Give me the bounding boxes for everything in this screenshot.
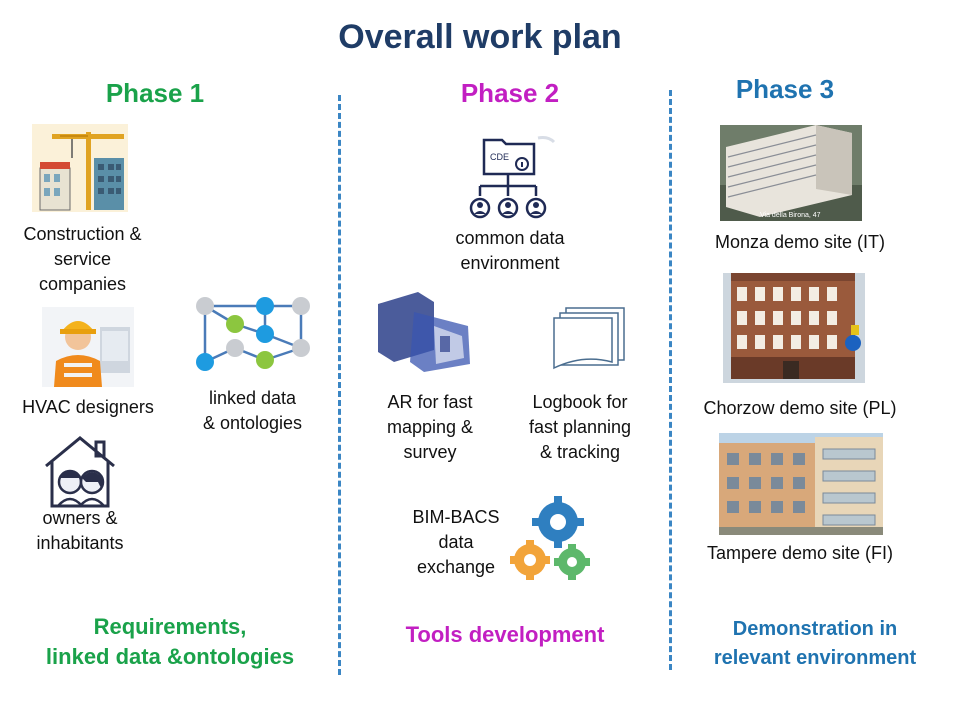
monza-label: Monza demo site (IT) bbox=[714, 232, 886, 252]
family-house-icon bbox=[40, 430, 120, 510]
linked-data-graph-icon bbox=[193, 290, 315, 376]
gears-icon bbox=[504, 494, 600, 586]
phase-3-heading: Phase 3 bbox=[735, 74, 835, 104]
phase-divider-1 bbox=[338, 95, 341, 675]
hvac-designers-label: HVAC designers bbox=[22, 397, 154, 417]
phase-3-footer: Demonstration in relevant environment bbox=[713, 618, 917, 669]
phase-2-heading: Phase 2 bbox=[460, 78, 560, 108]
construction-crane-icon bbox=[32, 124, 128, 212]
tampere-building-photo bbox=[719, 433, 883, 535]
tampere-label: Tampere demo site (FI) bbox=[706, 543, 894, 563]
phase-1-heading: Phase 1 bbox=[105, 78, 205, 108]
hvac-worker-icon bbox=[42, 307, 134, 387]
cde-icon-text: CDE bbox=[490, 152, 509, 162]
monza-photo-caption: Via della Birona, 47 bbox=[760, 212, 821, 219]
ar-headset-icon bbox=[374, 292, 486, 374]
monza-building-photo: Via della Birona, 47 bbox=[720, 125, 862, 221]
bim-bacs-label: BIM-BACS data exchange bbox=[412, 507, 500, 577]
cde-label: common data environment bbox=[455, 228, 565, 273]
linked-data-label: linked data & ontologies bbox=[202, 388, 303, 433]
logbook-label: Logbook for fast planning & tracking bbox=[528, 392, 632, 462]
chorzow-label: Chorzow demo site (PL) bbox=[703, 398, 897, 418]
phase-1-footer: Requirements, linked data &ontologies bbox=[45, 614, 295, 669]
owners-inhabitants-label: owners & inhabitants bbox=[36, 508, 124, 553]
phase-2-footer: Tools development bbox=[405, 622, 605, 647]
phase-divider-2 bbox=[669, 90, 672, 670]
cde-folder-network-icon: CDE bbox=[464, 132, 556, 224]
page-title: Overall work plan bbox=[338, 18, 622, 56]
ar-label: AR for fast mapping & survey bbox=[386, 392, 474, 462]
chorzow-building-photo bbox=[723, 273, 865, 383]
logbook-pages-icon bbox=[550, 304, 630, 374]
construction-companies-label: Construction & service companies bbox=[23, 224, 142, 294]
